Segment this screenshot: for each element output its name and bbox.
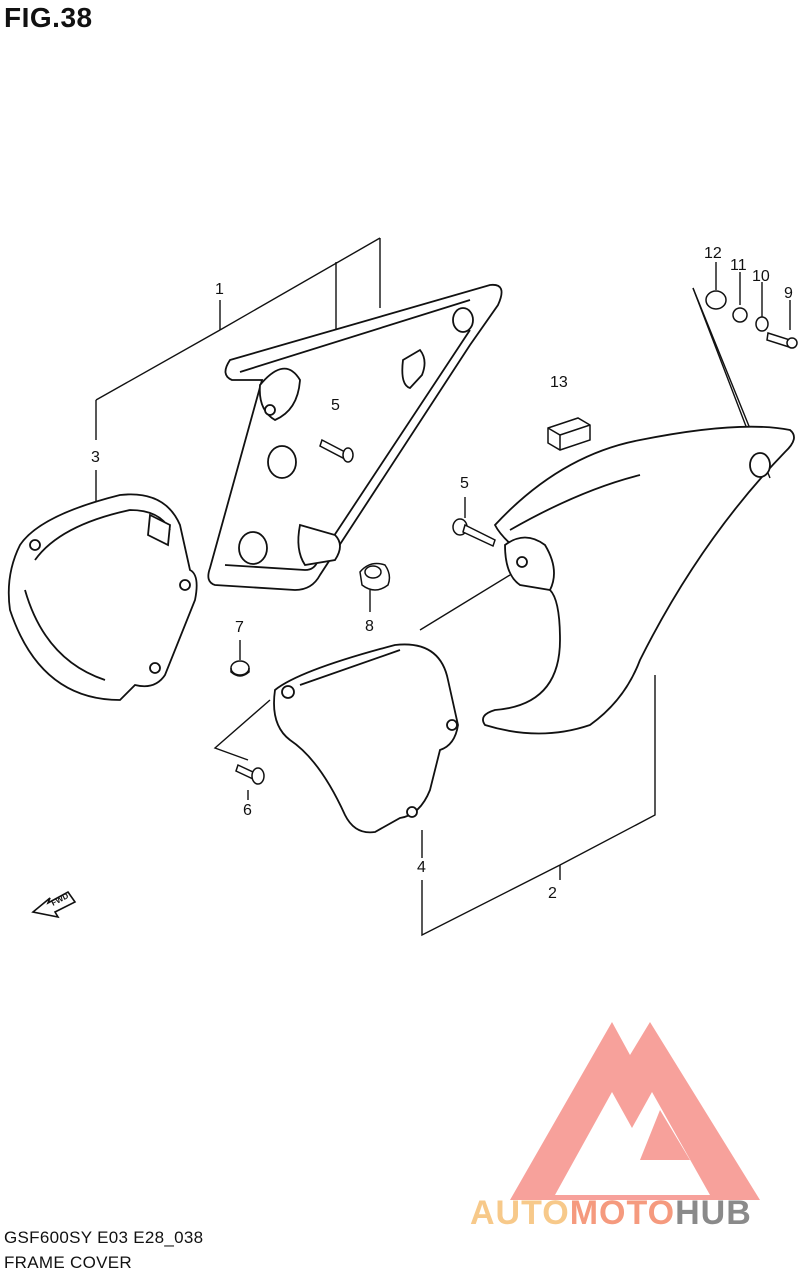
grommet-7 bbox=[230, 660, 250, 677]
grommet-8 bbox=[359, 562, 391, 591]
fwd-arrow-icon: FWD bbox=[31, 890, 77, 919]
label-part-12: 12 bbox=[704, 245, 722, 262]
washer-10 bbox=[755, 316, 769, 332]
block-13 bbox=[547, 417, 591, 451]
label-part-1: 1 bbox=[215, 281, 224, 298]
label-part-10: 10 bbox=[752, 268, 770, 285]
part-labels: 1 2 3 4 5 5 6 7 8 9 10 11 12 13 bbox=[91, 245, 793, 902]
label-part-5-right: 5 bbox=[460, 475, 469, 492]
label-part-8: 8 bbox=[365, 618, 374, 635]
side-trim-left bbox=[7, 493, 198, 701]
frame-cover-left bbox=[207, 283, 503, 591]
lower-cover bbox=[273, 643, 459, 834]
brand-hub: HUB bbox=[675, 1194, 752, 1232]
label-part-3: 3 bbox=[91, 449, 100, 466]
model-code: GSF600SY E03 E28_038 bbox=[4, 1228, 204, 1247]
watermark-logo bbox=[510, 1022, 760, 1200]
label-part-6: 6 bbox=[243, 802, 252, 819]
screw-5-upper bbox=[319, 438, 354, 463]
label-part-5-upper: 5 bbox=[331, 397, 340, 414]
brand-auto: AUTO bbox=[470, 1194, 570, 1232]
screw-5-right bbox=[452, 518, 496, 548]
bush-12 bbox=[705, 290, 727, 310]
figure-title: FIG.38 bbox=[4, 2, 93, 33]
label-part-11: 11 bbox=[730, 257, 747, 274]
brand-moto: MOTO bbox=[569, 1194, 676, 1232]
label-part-2: 2 bbox=[548, 885, 557, 902]
label-part-7: 7 bbox=[235, 619, 244, 636]
figure-name: FRAME COVER bbox=[4, 1253, 132, 1272]
watermark-brand: AUTOMOTOHUB bbox=[470, 1194, 752, 1233]
label-part-9: 9 bbox=[784, 285, 793, 302]
side-cover-right bbox=[482, 425, 795, 735]
bolt-9 bbox=[766, 332, 791, 348]
fastener-stack bbox=[705, 290, 798, 349]
screw-6 bbox=[235, 763, 265, 785]
label-part-4: 4 bbox=[417, 859, 426, 876]
label-part-13: 13 bbox=[550, 374, 568, 391]
collar-11 bbox=[732, 307, 748, 323]
